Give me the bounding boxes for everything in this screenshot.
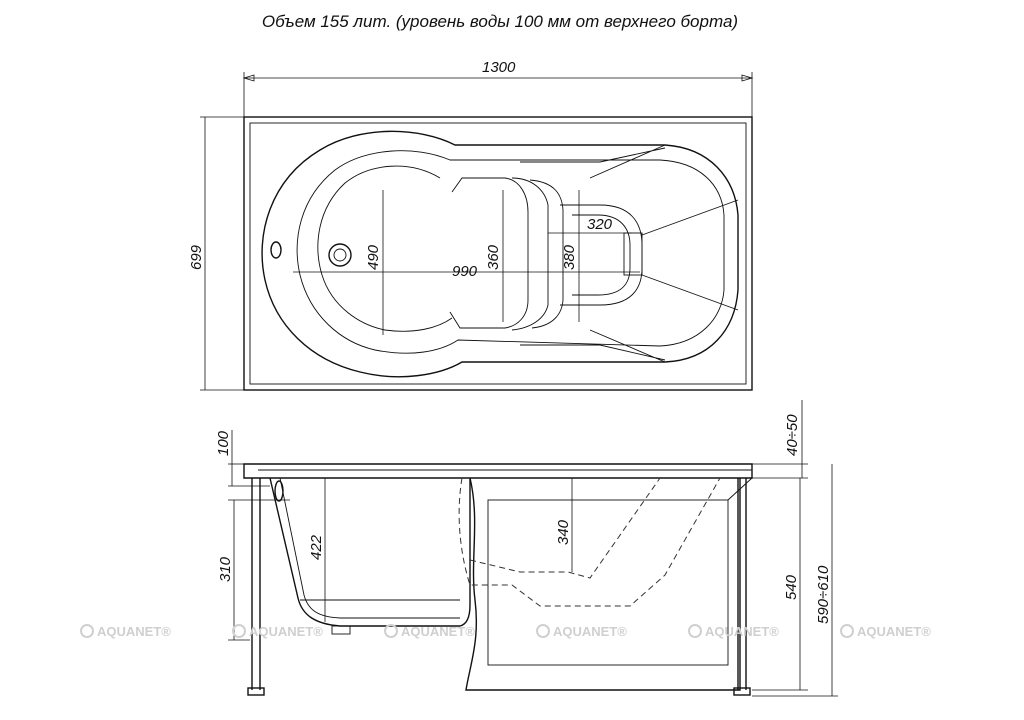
label-depth: 422 [308,534,325,560]
side-view: 100 310 422 340 40÷50 540 590÷610 [215,400,838,697]
hidden-seat-contour [458,477,721,607]
svg-text:AQUANET®: AQUANET® [705,624,779,639]
label-inner-length: 990 [452,263,478,280]
top-inner-rim [249,122,747,385]
facet-lines [520,144,739,363]
watermark-logo: AQUANET® [232,624,323,639]
neck-section [449,177,529,329]
watermark-row: AQUANET® AQUANET® AQUANET® AQUANET® AQUANET®… [80,624,931,639]
drain-fitting [331,625,351,635]
svg-text:AQUANET®: AQUANET® [857,624,931,639]
foot-pad-inner [572,214,631,296]
label-water-level: 100 [215,430,232,456]
label-rim: 40÷50 [784,414,801,456]
label-drain-height: 310 [217,556,234,582]
overflow-slot [623,232,643,276]
watermark-logo: AQUANET® [384,624,475,639]
bowl-inner-contour [296,150,725,354]
label-bowl-width: 490 [365,244,382,270]
page-caption: Объем 155 лит. (уровень воды 100 мм от в… [261,12,739,31]
svg-text:AQUANET®: AQUANET® [401,624,475,639]
label-width: 699 [188,244,205,270]
side-rim [243,463,753,479]
bowl-outer-contour [261,130,739,378]
front-panel [465,477,741,691]
seat-outline [511,177,549,331]
label-seat-depth: 320 [587,216,613,233]
svg-text:AQUANET®: AQUANET® [97,624,171,639]
label-seat-width: 380 [561,244,578,270]
label-length: 1300 [482,59,516,76]
panel-inner [487,499,729,666]
watermark-logo: AQUANET® [688,624,779,639]
svg-text:AQUANET®: AQUANET® [249,624,323,639]
label-panel-height: 540 [783,574,800,600]
label-step-height: 340 [555,519,572,545]
tub-body [269,477,471,627]
label-total-height: 590÷610 [815,565,832,624]
overflow-outlet [270,241,282,259]
seat-step [529,179,564,329]
top-outer-rim [243,116,753,391]
svg-text:AQUANET®: AQUANET® [553,624,627,639]
watermark-logo: AQUANET® [80,624,171,639]
drain-outer [328,243,352,267]
watermark-logo: AQUANET® [840,624,931,639]
top-view: 990 490 360 380 320 1300 699 [188,59,754,391]
drain-inner [333,248,347,262]
bowl-innermost [317,165,453,332]
label-neck-width: 360 [485,244,502,270]
watermark-logo: AQUANET® [536,624,627,639]
